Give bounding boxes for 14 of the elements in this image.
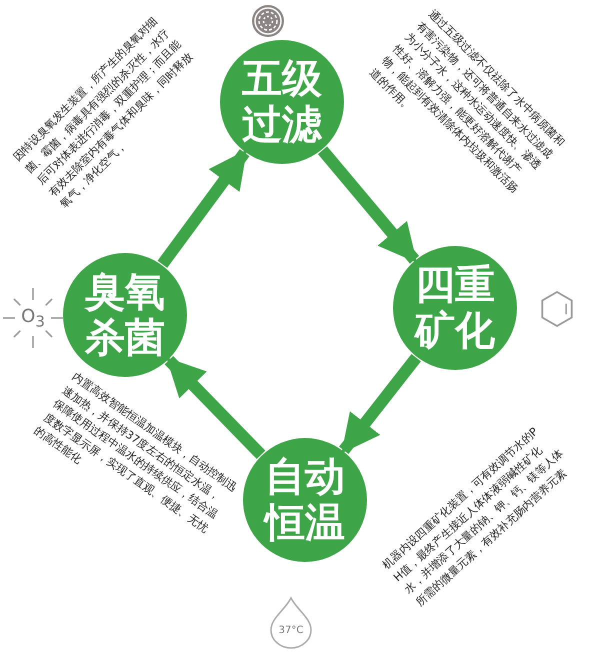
step-title: 臭氧杀菌	[83, 269, 166, 361]
step-title: 五级过滤	[241, 56, 323, 148]
formula-label: O$_{3}$	[21, 306, 45, 330]
description-text: 机器内设四重矿化装置，可有效调节水的PH值，最终产生接近人体体液弱碱性矿化水，并增添了大量的钠、钾、钙、镁等人体所需的微量元素，有效补充肠内营养元素	[379, 424, 570, 610]
temperature-label: 37°C	[278, 624, 304, 636]
step-title: 四重矿化	[413, 262, 496, 354]
arrow	[339, 354, 421, 454]
arrow	[158, 149, 250, 268]
description-text: 因特设臭氧发生装置，所产生的臭氧对细菌、霉菌，病毒具有强烈的杀灭性，水疗后可对体表进行消毒，双重护理；而且能有效去除室内有毒气体和臭味，同时释放氧气，净化空气，	[10, 13, 196, 212]
description-text: 通过五级过滤不仅祛除了水中病原菌和有害污染物，还可将普通自来水过滤成为小分子水，这种水运动速度快、渗透性好、溶解力强，能更好溶解代谢产物，能起到有效清除体内垃圾和激活肠道的作用。	[366, 6, 569, 197]
description-text: 内置高效智能恒温加温模块，自动控制迅速加热，并保持37度左右的恒定水温，保障使用过程中温水的持续供应，结合温度数字显示屏，实现了直观、便捷、无忧的高性能化	[30, 368, 240, 536]
step-title: 自动恒温	[263, 454, 346, 546]
arrow	[318, 146, 420, 264]
arrow	[164, 356, 266, 460]
